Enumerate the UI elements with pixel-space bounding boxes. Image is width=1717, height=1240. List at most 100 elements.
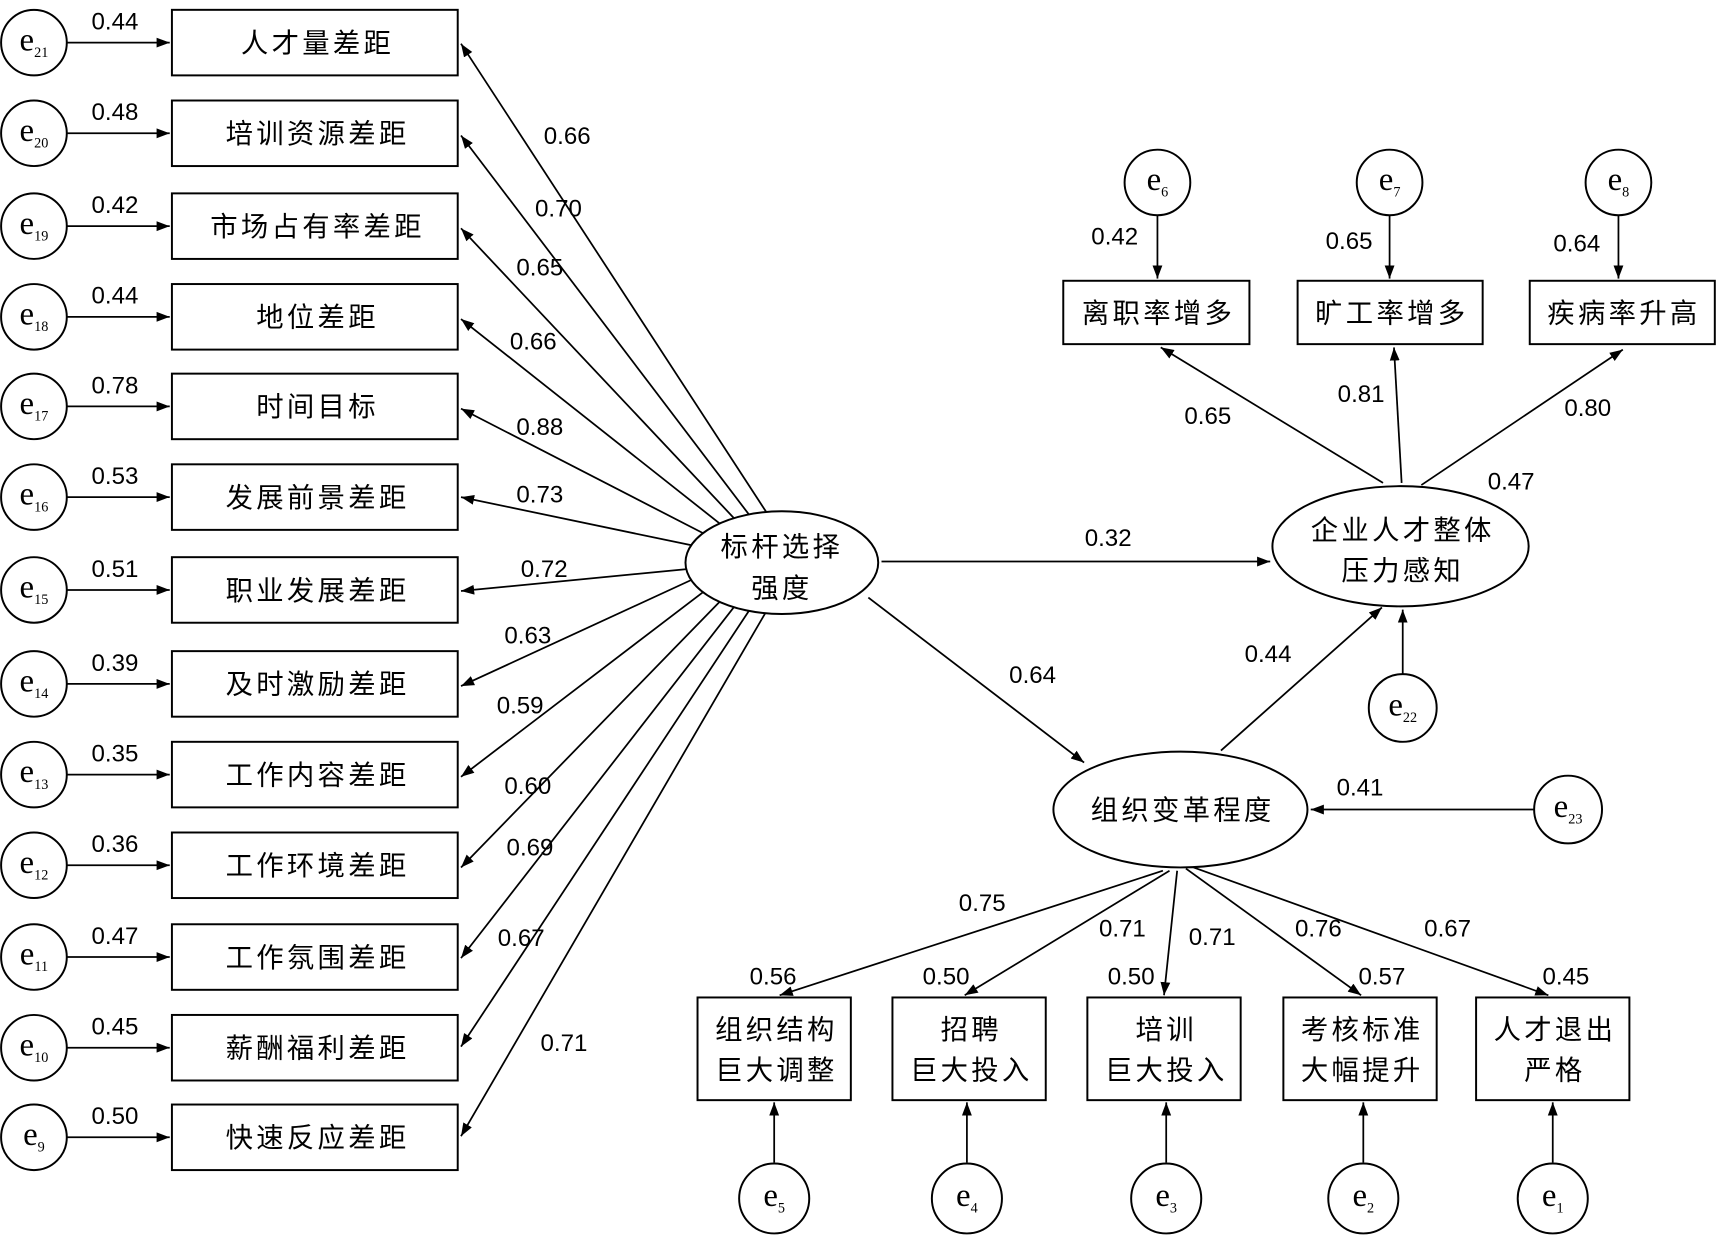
loading-value: 0.71 bbox=[1189, 924, 1236, 951]
indicator-box bbox=[170, 463, 459, 531]
error-letter: e bbox=[20, 386, 35, 422]
error-letter: e bbox=[956, 1178, 971, 1214]
indicator-r-squared: 0.47 bbox=[92, 923, 139, 950]
error-index: 1 bbox=[1556, 1201, 1563, 1217]
latent-label-line: 压力感知 bbox=[1341, 556, 1464, 587]
loading-value: 0.66 bbox=[544, 123, 591, 150]
benchmark-indicator-row: e14 0.39 及时激励差距 0.63 bbox=[0, 579, 692, 718]
loading-value: 0.69 bbox=[507, 834, 554, 861]
loading-arrow bbox=[460, 601, 721, 869]
loading-arrow bbox=[460, 134, 750, 516]
indicator-r-squared: 0.45 bbox=[1542, 963, 1589, 990]
loading-value: 0.73 bbox=[516, 482, 563, 509]
error-term-circle bbox=[1130, 1162, 1203, 1235]
indicator-label-line: 考核标准 bbox=[1301, 1015, 1424, 1046]
error-term-label: e9 bbox=[23, 1117, 45, 1156]
loading-arrow bbox=[460, 579, 692, 687]
error-letter: e bbox=[20, 1027, 35, 1063]
loading-arrow bbox=[1160, 870, 1179, 996]
path-coefficient: 0.44 bbox=[1245, 641, 1292, 668]
indicator-box bbox=[170, 1103, 459, 1172]
indicator-box bbox=[1282, 996, 1438, 1102]
indicator-label: 职业发展差距 bbox=[226, 576, 410, 607]
indicator-box bbox=[170, 650, 459, 718]
loading-value: 0.65 bbox=[1184, 403, 1231, 430]
loading-value: 0.63 bbox=[504, 623, 551, 650]
loading-value: 0.76 bbox=[1295, 915, 1342, 942]
indicator-box bbox=[170, 8, 459, 77]
error-letter: e bbox=[1388, 688, 1403, 724]
error-letter: e bbox=[20, 22, 35, 58]
latent-benchmark-intensity: 标杆选择 强度 bbox=[684, 510, 880, 615]
indicator-box bbox=[170, 556, 459, 624]
error-index: 14 bbox=[34, 686, 48, 702]
error-index: 9 bbox=[38, 1140, 45, 1156]
error-term-label: e13 bbox=[20, 754, 49, 793]
loading-arrow bbox=[460, 227, 735, 519]
loading-value: 0.60 bbox=[504, 773, 551, 800]
pressure-indicator: 0.80 e8 0.64 疾病率升高 bbox=[1420, 148, 1716, 486]
indicator-box bbox=[696, 996, 852, 1102]
error-term-label: e19 bbox=[20, 206, 49, 245]
loading-arrow bbox=[460, 43, 768, 513]
benchmark-indicator-row: e21 0.44 人才量差距 0.66 bbox=[0, 8, 768, 513]
error-index: 5 bbox=[778, 1201, 785, 1217]
indicator-label: 疾病率升高 bbox=[1547, 298, 1700, 329]
error-letter: e bbox=[1155, 1178, 1170, 1214]
error-index: 22 bbox=[1403, 710, 1417, 726]
error-term-label: e4 bbox=[956, 1178, 978, 1217]
error-term-label: e17 bbox=[20, 386, 49, 425]
indicator-r-squared: 0.35 bbox=[92, 741, 139, 768]
loading-value: 0.71 bbox=[1099, 915, 1146, 942]
indicator-box bbox=[170, 1013, 459, 1082]
path-benchmark-to-change bbox=[867, 596, 1085, 764]
pressure-indicator: 0.65 e6 0.42 离职率增多 bbox=[1062, 148, 1384, 484]
indicator-label: 及时激励差距 bbox=[226, 670, 410, 701]
change-indicator: 0.75 0.56 组织结构 巨大调整 e5 bbox=[696, 869, 1164, 1235]
latent-label-line: 企业人才整体 bbox=[1311, 516, 1495, 547]
error-index: 17 bbox=[34, 409, 48, 425]
loading-value: 0.81 bbox=[1338, 381, 1385, 408]
indicator-r-squared: 0.50 bbox=[923, 963, 970, 990]
latent-ellipse bbox=[684, 510, 880, 615]
loading-value: 0.80 bbox=[1564, 395, 1611, 422]
error-letter: e bbox=[1608, 162, 1623, 198]
error-term-circle bbox=[738, 1162, 811, 1235]
error-index: 7 bbox=[1393, 185, 1400, 201]
indicator-label: 时间目标 bbox=[256, 392, 379, 423]
benchmark-indicator-row: e9 0.50 快速反应差距 0.71 bbox=[0, 612, 767, 1172]
indicator-r-squared: 0.44 bbox=[92, 9, 139, 36]
error-letter: e bbox=[20, 937, 35, 973]
error-term-label: e3 bbox=[1155, 1178, 1177, 1217]
error-term-label: e8 bbox=[1608, 162, 1630, 201]
latent-organizational-change-shape: 组织变革程度 bbox=[1052, 750, 1309, 869]
indicator-label-line: 巨大调整 bbox=[715, 1055, 838, 1086]
indicator-box bbox=[1062, 279, 1251, 346]
indicator-label: 培训资源差距 bbox=[226, 119, 410, 150]
indicator-label-line: 巨大投入 bbox=[910, 1055, 1033, 1086]
error-letter: e bbox=[20, 206, 35, 242]
loading-value: 0.66 bbox=[510, 329, 557, 356]
error-term-label: e14 bbox=[20, 664, 49, 703]
error-index: 16 bbox=[34, 499, 48, 515]
loading-arrow bbox=[460, 612, 767, 1137]
loading-value: 0.59 bbox=[497, 692, 544, 719]
indicator-r-squared: 0.56 bbox=[750, 963, 797, 990]
loading-value: 0.71 bbox=[541, 1030, 588, 1057]
error-term-label: e16 bbox=[20, 477, 49, 516]
indicator-label: 工作氛围差距 bbox=[226, 943, 410, 974]
indicator-label-line: 巨大投入 bbox=[1105, 1055, 1228, 1086]
error-index: 15 bbox=[34, 592, 48, 608]
latent-organizational-change: 0.41 e23 bbox=[1310, 774, 1604, 845]
indicator-label: 离职率增多 bbox=[1082, 298, 1235, 329]
indicator-r-squared: 0.42 bbox=[92, 192, 139, 219]
loading-arrow bbox=[1389, 347, 1403, 483]
benchmark-indicator-row: e13 0.35 工作内容差距 0.59 bbox=[0, 591, 704, 809]
benchmark-indicator-row: e17 0.78 时间目标 0.88 bbox=[0, 372, 704, 534]
loading-arrow bbox=[460, 591, 704, 778]
benchmark-indicator-row: e20 0.48 培训资源差距 0.70 bbox=[0, 99, 750, 516]
error-index: 8 bbox=[1622, 185, 1629, 201]
error-term-label: e10 bbox=[20, 1027, 49, 1066]
error-term-circle bbox=[930, 1162, 1003, 1235]
